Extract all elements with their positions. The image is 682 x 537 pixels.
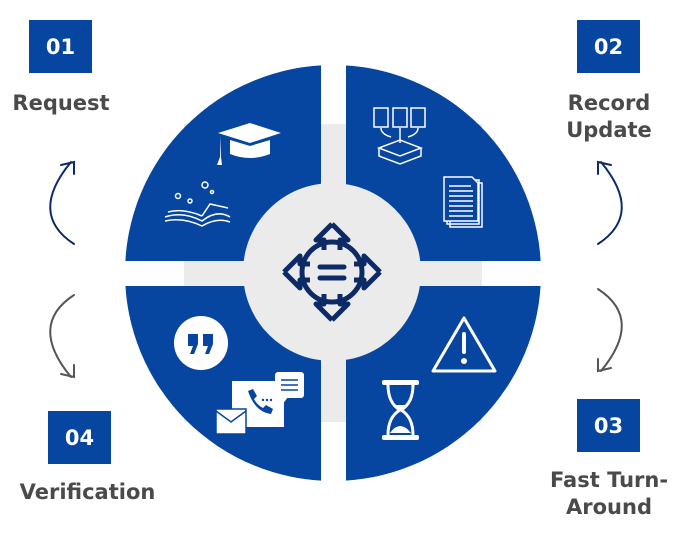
arrows-out-equals-icon <box>282 222 382 322</box>
label-line: Record <box>567 91 651 115</box>
step-label-fast-turnaround: Fast Turn- Around <box>535 467 682 521</box>
step-number-01: 01 <box>29 20 92 73</box>
step-number-04: 04 <box>48 411 111 464</box>
label-line: Fast Turn- <box>549 468 669 492</box>
step-number-03: 03 <box>577 399 640 452</box>
center-circle <box>243 183 421 361</box>
contact-icon <box>215 372 304 435</box>
step-label-verification: Verification <box>19 480 156 504</box>
documents-merge-icon <box>373 107 426 165</box>
step-label-request: Request <box>12 91 110 115</box>
label-line: Update <box>566 118 652 142</box>
arrow-up-left-icon <box>49 160 75 245</box>
arrow-up-right-icon <box>597 160 623 245</box>
step-label-record-update: Record Update <box>548 90 670 144</box>
open-book-icon <box>164 181 231 227</box>
hourglass-icon <box>382 380 419 440</box>
arrow-down-left-icon <box>49 294 75 379</box>
arrow-down-right-icon <box>597 288 623 373</box>
quote-icon <box>174 316 228 370</box>
step-number-02: 02 <box>577 20 640 73</box>
label-line: Around <box>566 495 652 519</box>
graduation-cap-icon <box>217 123 281 165</box>
document-stack-icon <box>443 176 483 228</box>
warning-icon <box>431 316 497 373</box>
